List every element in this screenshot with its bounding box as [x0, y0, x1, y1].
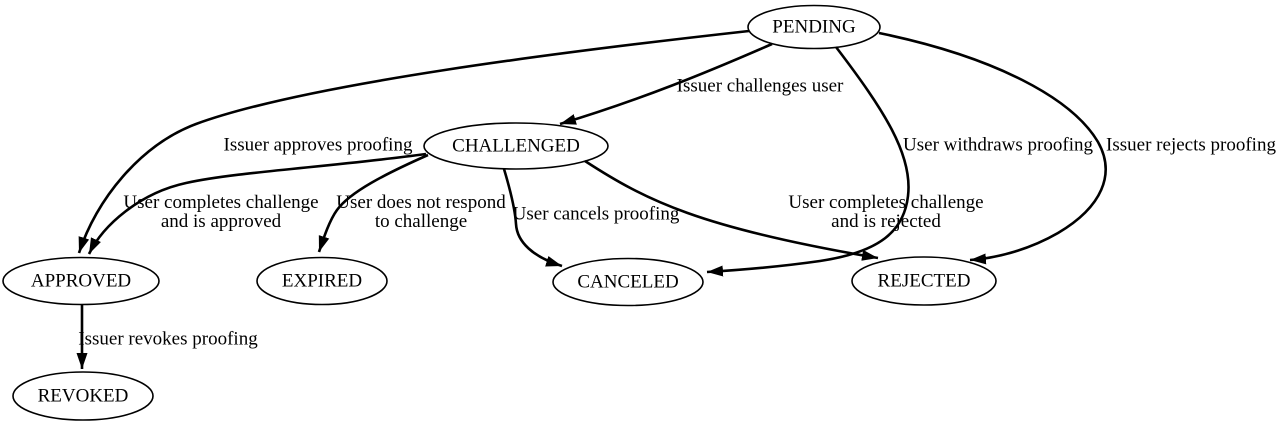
edge-label-line: User cancels proofing [512, 203, 680, 225]
edge-label-line: Issuer challenges user [676, 75, 844, 97]
node-revoked-ellipse [12, 371, 154, 421]
node-rejected-ellipse [851, 256, 997, 306]
edge-label-user-completes-challenge-rejected: User completes challenge and is rejected [788, 193, 983, 231]
edge-label-user-completes-challenge-approved: User completes challenge and is approved [123, 193, 318, 231]
edge-label-line: User does not respond [336, 192, 506, 213]
node-canceled-ellipse [552, 257, 704, 307]
edge-label-line: and is rejected [831, 211, 941, 232]
node-pending-ellipse [747, 4, 881, 50]
edge-challenged-canceled [502, 168, 563, 268]
edge-pending-challenged [559, 42, 773, 126]
edge-pending-rejected [878, 31, 1107, 265]
node-challenged-label: CHALLENGED [452, 135, 580, 157]
node-canceled-label: CANCELED [577, 271, 679, 293]
edge-pending-canceled [706, 46, 910, 277]
edge-label-line: to challenge [374, 211, 468, 232]
node-expired-ellipse [256, 256, 388, 306]
node-approved-label: APPROVED [30, 270, 132, 292]
node-pending-label: PENDING [772, 16, 856, 38]
edge-label-line: User completes challenge [788, 192, 984, 213]
edge-label-line: User completes challenge [123, 192, 319, 213]
edge-label-user-cancels-proofing: User cancels proofing [513, 205, 680, 224]
edge-label-user-does-not-respond: User does not respond to challenge [336, 193, 505, 231]
node-expired-label: EXPIRED [281, 270, 363, 292]
edge-label-user-withdraws-proofing: User withdraws proofing [903, 136, 1093, 155]
edge-label-issuer-challenges-user: Issuer challenges user [677, 77, 844, 96]
edge-label-line: User withdraws proofing [903, 134, 1093, 156]
edge-label-line: Issuer approves proofing [223, 134, 413, 156]
edge-label-issuer-approves-proofing: Issuer approves proofing [224, 136, 413, 155]
node-revoked-label: REVOKED [37, 385, 129, 407]
edge-label-issuer-revokes-proofing: Issuer revokes proofing [78, 330, 257, 349]
edge-label-line: and is approved [160, 211, 282, 232]
edge-challenged-expired [317, 153, 429, 253]
edge-pending-approved [77, 29, 750, 254]
node-rejected-label: REJECTED [877, 270, 971, 292]
node-challenged-ellipse [423, 122, 609, 170]
edge-label-line: Issuer revokes proofing [78, 328, 258, 350]
edge-challenged-rejected [584, 159, 879, 261]
edge-label-line: Issuer rejects proofing [1106, 134, 1276, 156]
edge-challenged-approved [87, 152, 427, 255]
node-approved-ellipse [2, 256, 160, 306]
edge-label-issuer-rejects-proofing: Issuer rejects proofing [1106, 136, 1276, 155]
